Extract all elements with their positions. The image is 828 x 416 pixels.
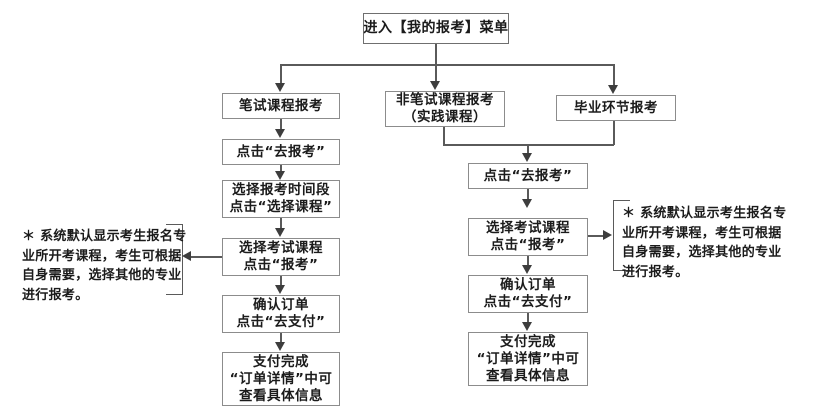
connector-r3-to-r4	[527, 313, 529, 323]
note-left-line4: 进行报考。	[22, 287, 89, 303]
node-left-l4: 确认订单 点击“去支付”	[222, 295, 340, 333]
note-right-line1: ＊ 系统默认显示考生报名专	[622, 206, 787, 221]
node-right-r1: 点击“去报考”	[468, 163, 588, 189]
node-branch-feibishi: 非笔试课程报考 （实践课程）	[385, 91, 505, 127]
arrow-l3-to-note-left	[182, 251, 191, 261]
node-start: 进入【我的报考】菜单	[363, 13, 509, 44]
note-left-line1: ＊ 系统默认显示考生报名专	[22, 229, 187, 244]
node-right-r3: 确认订单 点击“去支付”	[468, 275, 588, 313]
node-branch-biye: 毕业环节报考	[556, 95, 676, 121]
connector-feibishi-down	[443, 127, 445, 145]
node-right-r4-line1: 支付完成	[500, 333, 556, 350]
node-left-l2-line1: 选择报考时间段	[232, 182, 330, 198]
arrow-bus-to-right-branch	[608, 85, 618, 94]
node-left-l2-line2: 点击“选择课程”	[229, 199, 333, 215]
connector-branch-bus	[280, 64, 614, 66]
node-left-l2: 选择报考时间段 点击“选择课程”	[222, 180, 340, 218]
node-right-r2: 选择考试课程 点击“报考”	[468, 218, 588, 256]
arrow-l2-to-l3	[275, 228, 285, 237]
connector-l3-to-note-left	[191, 256, 222, 258]
connector-bus-to-mid-branch	[435, 64, 437, 82]
node-right-r3-line1: 确认订单	[500, 277, 556, 293]
node-left-l4-line1: 确认订单	[253, 297, 309, 313]
note-right-line3: 自身需要，选择其他的专业	[622, 245, 782, 260]
node-right-r4-line3: 查看具体信息	[486, 367, 570, 384]
node-branch-bishi-line1: 笔试课程报考	[239, 97, 323, 114]
node-right-r2-line2: 点击“报考”	[490, 237, 566, 253]
connector-bishi-to-l1	[280, 119, 282, 130]
node-left-l5: 支付完成 “订单详情”中可 查看具体信息	[222, 352, 340, 406]
connector-merge-bus	[443, 144, 614, 146]
connector-start-to-bus	[435, 44, 437, 65]
connector-r1-to-r2	[527, 189, 529, 200]
arrow-r1-to-r2	[522, 199, 532, 208]
note-right: ＊ 系统默认显示考生报名专 业所开考课程，考生可根据 自身需要，选择其他的专业 …	[622, 204, 786, 282]
node-right-r4-line2: “订单详情”中可	[476, 350, 580, 367]
note-right-line2: 业所开考课程，考生可根据	[622, 225, 782, 241]
note-left: ＊ 系统默认显示考生报名专 业所开考课程，考生可根据 自身需要，选择其他的专业 …	[22, 227, 186, 305]
node-branch-feibishi-line1: 非笔试课程报考	[396, 92, 494, 108]
node-right-r4: 支付完成 “订单详情”中可 查看具体信息	[468, 332, 588, 386]
connector-bus-to-right-branch	[613, 64, 615, 86]
connector-l4-to-l5	[280, 333, 282, 343]
node-start-label: 进入【我的报考】菜单	[363, 20, 509, 36]
connector-r2-to-r3	[527, 256, 529, 266]
node-left-l3-line2: 点击“报考”	[243, 257, 319, 273]
arrow-l1-to-l2	[275, 171, 285, 180]
note-left-line3: 自身需要，选择其他的专业	[22, 268, 182, 283]
connector-l1-to-l2	[280, 165, 282, 172]
arrow-merge-to-r1	[522, 153, 532, 162]
arrow-r2-to-note-right	[603, 230, 612, 240]
node-left-l1-line1: 点击“去报考”	[236, 143, 326, 160]
connector-r2-to-note-right	[588, 235, 604, 237]
node-left-l4-line2: 点击“去支付”	[236, 314, 326, 330]
arrow-r3-to-r4	[522, 322, 532, 331]
arrow-bishi-to-l1	[275, 129, 285, 138]
node-left-l3-line1: 选择考试课程	[239, 240, 323, 256]
node-right-r1-line1: 点击“去报考”	[483, 167, 573, 184]
connector-merge-to-r1	[527, 144, 529, 154]
connector-l3-to-l4	[280, 276, 282, 286]
arrow-l4-to-l5	[275, 342, 285, 351]
node-branch-biye-line1: 毕业环节报考	[574, 99, 658, 116]
arrow-bus-to-mid-branch	[430, 81, 440, 90]
node-right-r3-line2: 点击“去支付”	[483, 294, 573, 310]
connector-l2-to-l3	[280, 218, 282, 229]
note-right-bracket	[613, 200, 630, 271]
node-left-l5-line2: “订单详情”中可	[229, 370, 333, 387]
node-left-l5-line3: 查看具体信息	[239, 387, 323, 404]
node-right-r2-line1: 选择考试课程	[486, 220, 570, 236]
arrow-r2-to-r3	[522, 265, 532, 274]
node-branch-feibishi-line2: （实践课程）	[403, 109, 487, 125]
node-branch-bishi: 笔试课程报考	[222, 93, 340, 119]
node-left-l3: 选择考试课程 点击“报考”	[222, 238, 340, 276]
arrow-l3-to-l4	[275, 285, 285, 294]
note-left-line2: 业所开考课程，考生可根据	[22, 248, 182, 264]
arrow-bus-to-left-branch	[275, 83, 285, 92]
connector-bus-to-left-branch	[280, 64, 282, 84]
connector-biye-down	[613, 121, 615, 145]
node-left-l5-line1: 支付完成	[253, 353, 309, 370]
node-left-l1: 点击“去报考”	[222, 139, 340, 165]
note-right-line4: 进行报考。	[622, 264, 689, 280]
